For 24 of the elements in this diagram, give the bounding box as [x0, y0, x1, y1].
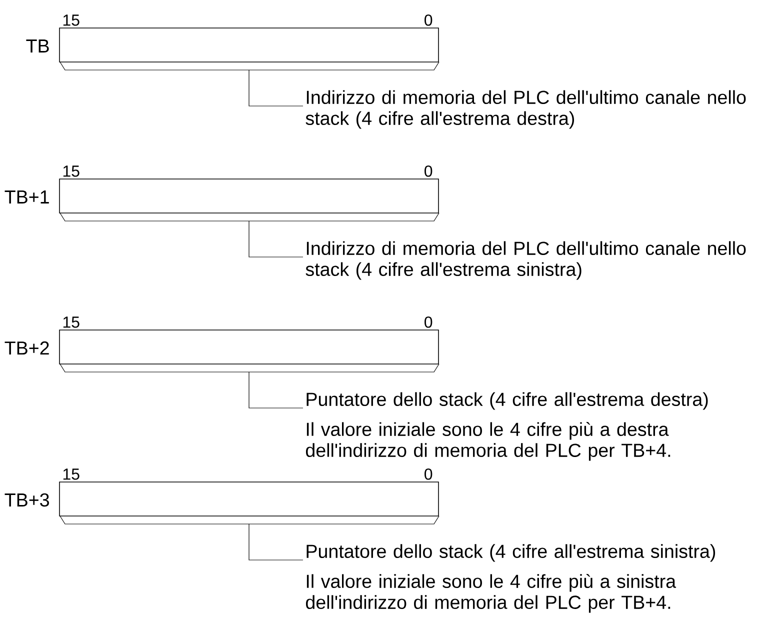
bit-number: 15: [63, 166, 80, 177]
leader-line: [248, 220, 304, 258]
bit-number: 0: [424, 165, 432, 177]
register-box: [59, 482, 440, 524]
bit-number: 15: [63, 14, 80, 26]
register-label: TB: [26, 40, 49, 52]
register-box: [59, 28, 440, 70]
description-text: Indirizzo di memoria del PLC dell'ultimo canale nello stack (4 cifre all'estrema destra): [306, 90, 746, 129]
register-label: TB+2: [4, 341, 49, 355]
register-label: TB+1: [4, 190, 49, 204]
bit-number: 15: [63, 316, 80, 328]
description-text: Puntatore dello stack (4 cifre all'estrema sinistra) Il valore iniziale sono le 4 cifre più a sinistra dell'indirizzo di memoria del PLC per TB+4.: [306, 544, 716, 613]
description-text: Indirizzo di memoria del PLC dell'ultimo canale nello stack (4 cifre all'estrema sinistra): [306, 241, 746, 280]
bit-number: 0: [424, 14, 432, 26]
leader-line: [248, 372, 304, 408]
register-box: [59, 178, 440, 222]
register-box: [59, 330, 440, 372]
bit-number: 0: [424, 468, 432, 480]
description-text: Puntatore dello stack (4 cifre all'estrema destra) Il valore iniziale sono le 4 cifre più a destra dell'indirizzo di memoria del PLC per TB+4.: [306, 392, 708, 461]
bit-number: 15: [63, 468, 80, 480]
register-label: TB+3: [4, 493, 49, 507]
leader-line: [248, 70, 304, 106]
bit-number: 0: [424, 316, 432, 328]
leader-line: [248, 524, 304, 560]
